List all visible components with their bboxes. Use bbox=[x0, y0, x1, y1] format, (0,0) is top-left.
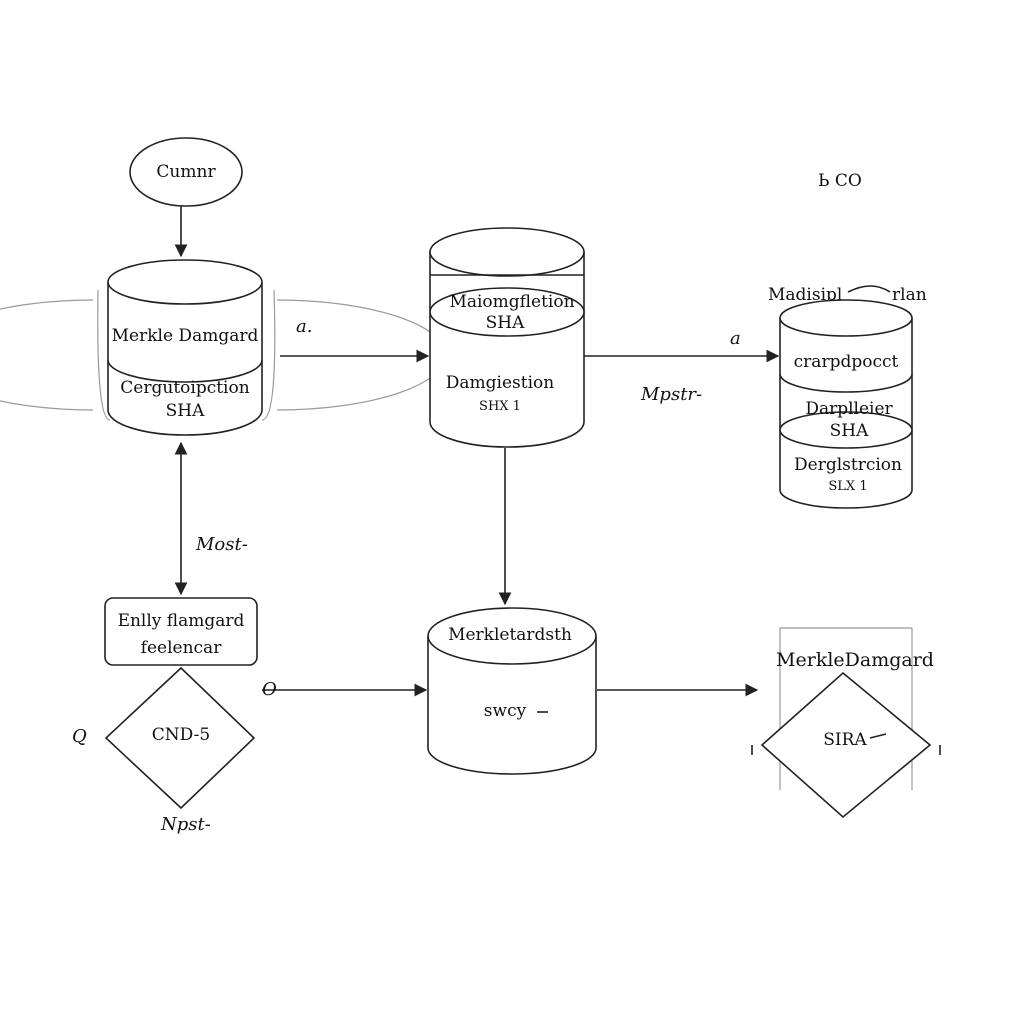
node-box: Enlly flamgard feelencar bbox=[104, 597, 258, 666]
center-cylinder-line3: Damgiestion bbox=[446, 373, 554, 393]
left-cylinder-line2: SHA bbox=[166, 401, 205, 421]
bottom-right-title: MerkleDamgard bbox=[776, 649, 934, 671]
center-cylinder-line2: SHA bbox=[486, 313, 525, 333]
center-cylinder-line4: SHX 1 bbox=[479, 399, 521, 414]
corner-label: Ь CO bbox=[818, 171, 862, 191]
right-stack-title-tail: rlan bbox=[892, 285, 927, 305]
center-cylinder-line1: Maiomgfletion bbox=[449, 292, 574, 312]
node-right-stack: Madisipl rlan crarpdpocct Darplleier SHA… bbox=[768, 285, 927, 509]
node-bottom-right: MerkleDamgard SIRA bbox=[751, 627, 941, 819]
edges bbox=[174, 206, 780, 697]
right-stack-seg3b: SLX 1 bbox=[828, 479, 867, 494]
right-stack-title: Madisipl bbox=[768, 285, 842, 305]
edge-label-a-right: a bbox=[730, 328, 741, 349]
bottom-cylinder-line1: Merkletardsth bbox=[448, 625, 572, 645]
edge-label-a-left: a. bbox=[296, 316, 312, 337]
edge-label-npst: Npst- bbox=[160, 814, 211, 835]
node-cumnr: Cumnr bbox=[129, 137, 243, 207]
bottom-cylinder-line2: swcy bbox=[484, 701, 527, 721]
node-center-cylinder: Maiomgfletion SHA Damgiestion SHX 1 bbox=[429, 227, 585, 448]
right-stack-seg2a: Darplleier bbox=[805, 399, 893, 419]
box-line2: feelencar bbox=[141, 638, 223, 658]
node-bottom-cylinder: Merkletardsth swcy bbox=[427, 607, 597, 775]
node-cumnr-label: Cumnr bbox=[156, 162, 216, 182]
left-cylinder-line1: Cergutoipction bbox=[120, 378, 249, 398]
left-cylinder-top: Merkle Damgard bbox=[112, 326, 259, 346]
node-left-cylinder: Merkle Damgard Cergutoipction SHA bbox=[0, 259, 447, 436]
right-stack-seg2b: SHA bbox=[830, 421, 869, 441]
bottom-right-label: SIRA bbox=[823, 730, 867, 750]
right-stack-seg3a: Derglstrcion bbox=[794, 455, 902, 475]
diamond-left-label: CND-5 bbox=[152, 725, 210, 745]
edge-label-mpstr: Mpstr- bbox=[640, 384, 702, 405]
box-line1: Enlly flamgard bbox=[118, 611, 245, 631]
edge-label-o: O bbox=[262, 679, 277, 700]
right-stack-seg1: crarpdpocct bbox=[794, 352, 899, 372]
edge-label-q: Q bbox=[72, 726, 87, 747]
node-diamond-left: CND-5 bbox=[104, 666, 256, 810]
edge-label-most: Most- bbox=[195, 534, 248, 555]
